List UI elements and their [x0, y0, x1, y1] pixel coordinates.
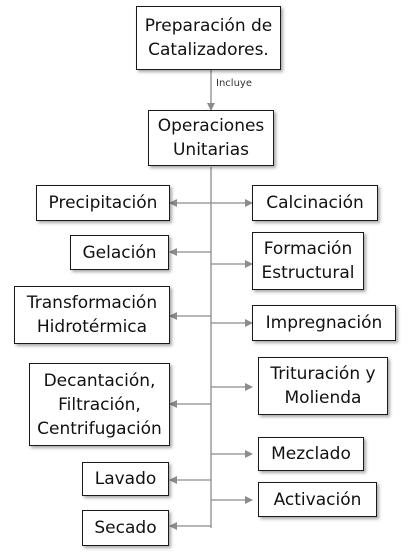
node-label: Lavado: [94, 469, 157, 489]
node-decantacion-filtracion-centrifugacion: Decantación, Filtración, Centrifugación: [29, 363, 170, 446]
node-label: Precipitación: [48, 193, 158, 213]
includes-label: Incluye: [215, 78, 253, 90]
node-label: Formación Estructural: [261, 239, 355, 283]
node-label: Mezclado: [271, 444, 351, 464]
node-formacion-estructural: Formación Estructural: [252, 232, 364, 290]
node-activacion: Activación: [258, 482, 377, 517]
hub-node: Operaciones Unitarias: [148, 110, 274, 166]
node-mezclado: Mezclado: [258, 437, 364, 471]
root-node: Preparación de Catalizadores.: [136, 6, 281, 70]
node-precipitacion: Precipitación: [36, 185, 170, 221]
hub-node-label: Operaciones Unitarias: [157, 116, 265, 160]
node-calcinacion: Calcinación: [252, 185, 378, 221]
node-label: Transformación Hidrotérmica: [26, 293, 158, 337]
node-label: Secado: [94, 518, 157, 538]
node-trituracion-molienda: Trituración y Molienda: [258, 357, 388, 415]
node-lavado: Lavado: [82, 462, 169, 496]
node-transformacion-hidrotermica: Transformación Hidrotérmica: [14, 286, 170, 344]
node-impregnacion: Impregnación: [252, 305, 396, 341]
node-label: Trituración y Molienda: [270, 364, 376, 408]
node-secado: Secado: [82, 510, 169, 546]
node-label: Decantación, Filtración, Centrifugación: [37, 370, 162, 439]
node-label: Calcinación: [266, 193, 364, 213]
root-node-label: Preparación de Catalizadores.: [144, 16, 273, 60]
node-gelacion: Gelación: [70, 235, 169, 270]
node-label: Impregnación: [265, 313, 383, 333]
node-label: Gelación: [82, 242, 157, 263]
node-label: Activación: [273, 489, 362, 510]
